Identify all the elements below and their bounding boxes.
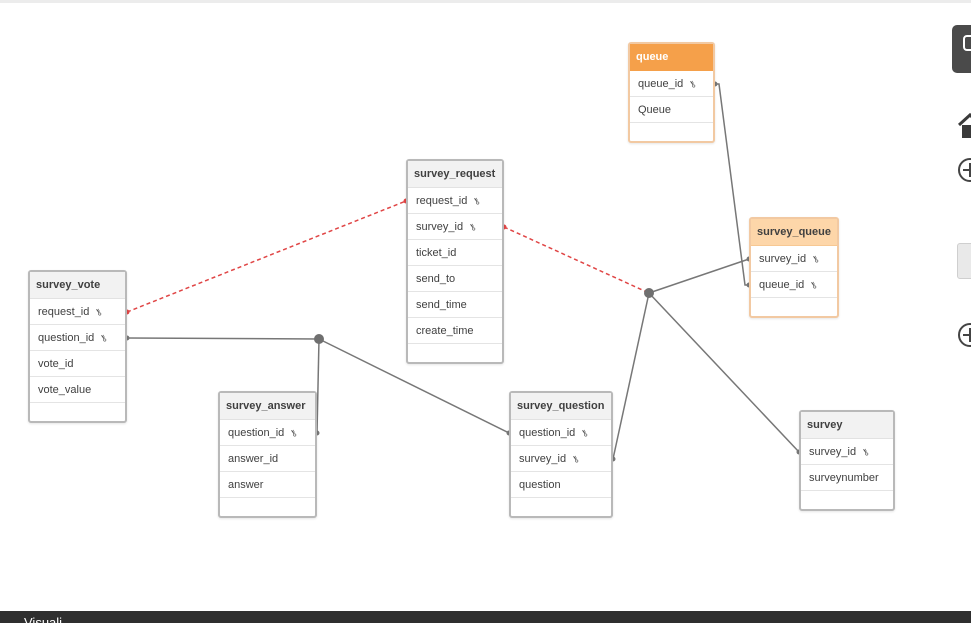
field-row[interactable]: question_id⚷	[30, 325, 125, 351]
table-queue[interactable]: queue queue_id⚷ Queue	[628, 42, 715, 143]
field-name: answer_id	[228, 453, 279, 465]
field-row[interactable]: vote_id	[30, 351, 125, 377]
field-name: Queue	[638, 104, 672, 116]
key-icon: ⚷	[579, 427, 591, 439]
field-name: send_to	[416, 273, 456, 285]
association-line	[503, 226, 650, 294]
field-name: question_id	[38, 332, 95, 344]
table-footer-row	[30, 403, 125, 421]
lock-icon	[963, 35, 971, 51]
table-title: survey_request	[408, 161, 502, 188]
field-name: survey_id	[809, 446, 857, 458]
key-icon: ⚷	[466, 221, 478, 233]
key-icon: ⚷	[93, 306, 105, 318]
field-row[interactable]: survey_id⚷	[511, 446, 611, 472]
table-title: survey	[801, 412, 893, 439]
field-name: queue_id	[638, 78, 684, 90]
key-icon: ⚷	[809, 253, 821, 265]
table-survey-queue[interactable]: survey_queue survey_id⚷queue_id⚷	[749, 217, 839, 318]
key-icon: ⚷	[859, 446, 871, 458]
field-row[interactable]: request_id⚷	[30, 299, 125, 325]
field-name: vote_id	[38, 358, 74, 370]
key-icon: ⚷	[98, 332, 110, 344]
key-icon: ⚷	[808, 279, 820, 291]
table-footer-row	[751, 298, 837, 316]
field-name: request_id	[38, 306, 90, 318]
selection-tool-button[interactable]	[952, 25, 971, 73]
table-title: queue	[630, 44, 713, 71]
field-name: question_id	[228, 427, 285, 439]
association-line	[612, 292, 650, 460]
table-footer-row	[408, 344, 502, 362]
key-hub-node[interactable]	[314, 334, 324, 344]
home-icon[interactable]	[957, 111, 971, 139]
table-survey-request[interactable]: survey_request request_id⚷survey_id⚷tick…	[406, 159, 504, 364]
key-icon: ⚷	[569, 453, 581, 465]
view-toggle-button[interactable]	[957, 243, 971, 279]
field-row[interactable]: answer	[220, 472, 315, 498]
field-row[interactable]: queue_id⚷	[630, 71, 713, 97]
field-row[interactable]: answer_id	[220, 446, 315, 472]
field-row[interactable]: Queue	[630, 97, 713, 123]
field-row[interactable]: survey_id⚷	[408, 214, 502, 240]
zoom-in-icon[interactable]	[958, 323, 971, 347]
table-footer-row	[801, 491, 893, 509]
field-row[interactable]: create_time	[408, 318, 502, 344]
field-name: ticket_id	[416, 247, 457, 259]
footer-bar: Visuali	[0, 611, 971, 623]
field-name: vote_value	[38, 384, 92, 396]
association-line	[648, 258, 750, 294]
footer-label: Visuali	[24, 615, 63, 623]
field-row[interactable]: question_id⚷	[511, 420, 611, 446]
association-line	[648, 292, 800, 453]
table-title: survey_answer	[220, 393, 315, 420]
association-line	[715, 83, 749, 286]
field-name: answer	[228, 479, 264, 491]
field-name: request_id	[416, 195, 468, 207]
zoom-in-icon[interactable]	[958, 158, 971, 182]
field-row[interactable]: question_id⚷	[220, 420, 315, 446]
table-title: survey_queue	[751, 219, 837, 246]
field-name: question	[519, 479, 561, 491]
field-row[interactable]: queue_id⚷	[751, 272, 837, 298]
field-name: survey_id	[519, 453, 567, 465]
key-icon: ⚷	[471, 195, 483, 207]
field-row[interactable]: request_id⚷	[408, 188, 502, 214]
key-icon: ⚷	[687, 78, 699, 90]
table-title: survey_vote	[30, 272, 125, 299]
association-line	[318, 338, 510, 434]
association-line	[126, 337, 320, 340]
field-name: surveynumber	[809, 472, 879, 484]
table-footer-row	[630, 123, 713, 141]
table-survey[interactable]: survey survey_id⚷ surveynumber	[799, 410, 895, 511]
field-name: survey_id	[759, 253, 807, 265]
field-name: survey_id	[416, 221, 464, 233]
field-name: create_time	[416, 325, 474, 337]
table-footer-row	[220, 498, 315, 516]
field-row[interactable]: vote_value	[30, 377, 125, 403]
key-icon: ⚷	[288, 427, 300, 439]
association-line	[126, 200, 407, 313]
field-row[interactable]: send_time	[408, 292, 502, 318]
field-name: queue_id	[759, 279, 805, 291]
field-row[interactable]: survey_id⚷	[751, 246, 837, 272]
field-name: question_id	[519, 427, 576, 439]
field-row[interactable]: send_to	[408, 266, 502, 292]
top-strip	[0, 0, 971, 3]
key-hub-node[interactable]	[644, 288, 654, 298]
table-footer-row	[511, 498, 611, 516]
table-survey-vote[interactable]: survey_vote request_id⚷question_id⚷vote_…	[28, 270, 127, 423]
field-row[interactable]: ticket_id	[408, 240, 502, 266]
table-survey-question[interactable]: survey_question question_id⚷survey_id⚷qu…	[509, 391, 613, 518]
field-row[interactable]: survey_id⚷	[801, 439, 893, 465]
field-name: send_time	[416, 299, 467, 311]
table-title: survey_question	[511, 393, 611, 420]
field-row[interactable]: surveynumber	[801, 465, 893, 491]
field-row[interactable]: question	[511, 472, 611, 498]
association-line	[316, 338, 320, 434]
